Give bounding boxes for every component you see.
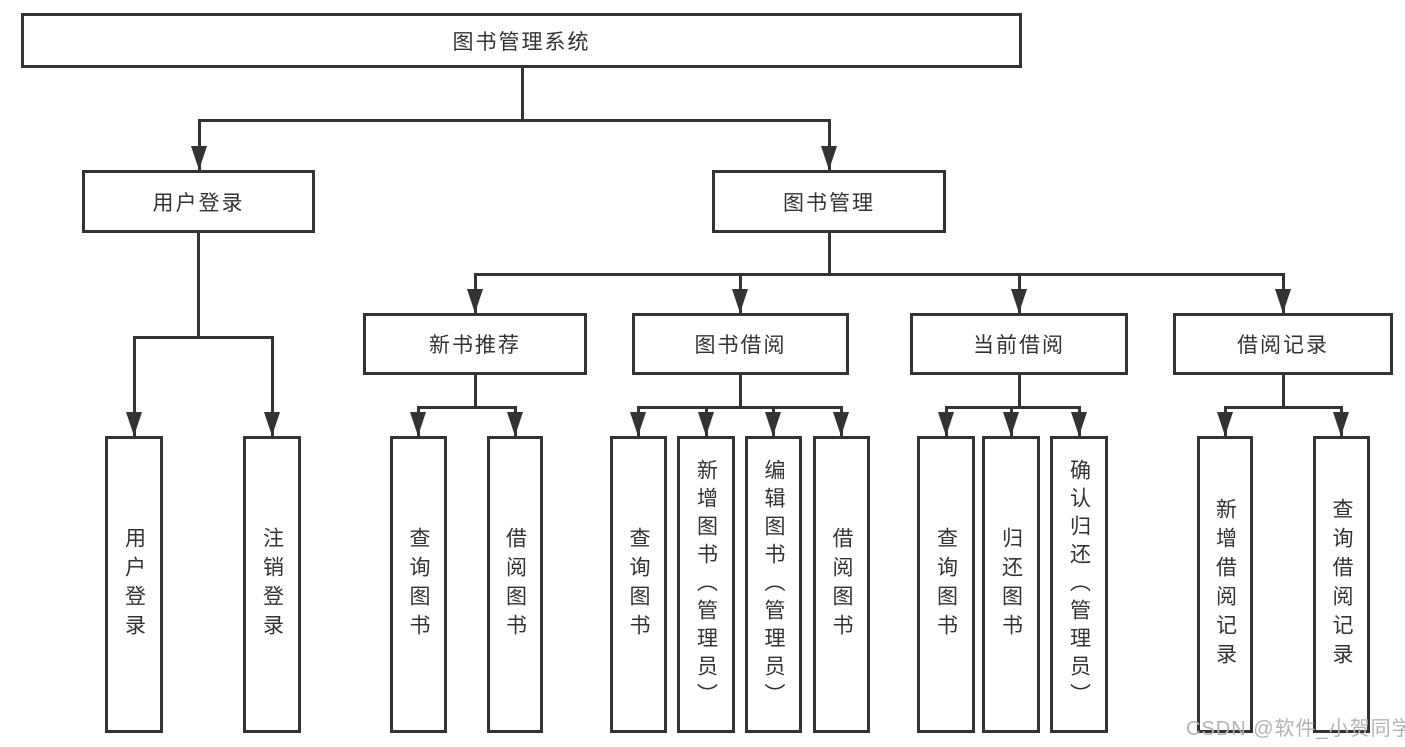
leaf-add-borrow-record: 新增借阅记录 <box>1197 436 1253 733</box>
leaf-edit-book-admin: 编辑图书（管理员） <box>745 436 802 733</box>
leaf-label: 新增借阅记录 <box>1213 497 1237 672</box>
leaf-confirm-return-admin: 确认归还（管理员） <box>1050 436 1108 733</box>
arrow-down-icon <box>191 146 207 170</box>
node-label: 新书推荐 <box>429 334 521 357</box>
leaf-label: 借阅图书 <box>830 526 853 643</box>
connector-hline <box>945 406 1081 409</box>
leaf-label: 查询图书 <box>407 526 430 643</box>
node-label: 当前借阅 <box>973 334 1065 357</box>
connector-hline <box>417 406 517 409</box>
leaf-label: 新增图书（管理员） <box>694 458 718 711</box>
arrow-down-icon <box>264 412 280 436</box>
node-user-login: 用户登录 <box>82 170 315 233</box>
arrow-down-icon <box>410 412 426 436</box>
node-label: 图书借阅 <box>694 334 787 357</box>
arrow-down-icon <box>1011 289 1027 313</box>
leaf-query-borrow-record: 查询借阅记录 <box>1313 436 1370 733</box>
node-book-borrowing: 图书借阅 <box>632 313 849 375</box>
leaf-label: 借阅图书 <box>503 526 527 643</box>
connector-hline <box>198 119 831 122</box>
leaf-label: 编辑图书（管理员） <box>762 458 785 711</box>
arrow-down-icon <box>126 412 142 436</box>
node-current-borrowing: 当前借阅 <box>910 313 1128 375</box>
arrow-down-icon <box>1275 289 1291 313</box>
leaf-borrow-books: 借阅图书 <box>487 436 543 733</box>
connector-vline <box>133 336 136 436</box>
arrow-down-icon <box>821 146 837 170</box>
connector-vline <box>271 336 274 436</box>
arrow-down-icon <box>1217 412 1233 436</box>
connector-vline <box>198 119 201 170</box>
leaf-label: 查询图书 <box>934 526 958 643</box>
leaf-label: 用户登录 <box>122 526 146 643</box>
leaf-add-book-admin: 新增图书（管理员） <box>677 436 735 733</box>
connector-vline <box>521 68 524 122</box>
arrow-down-icon <box>938 412 954 436</box>
leaf-query-books: 查询图书 <box>610 436 667 733</box>
leaf-query-books: 查询图书 <box>390 436 447 733</box>
leaf-logout: 注销登录 <box>243 436 301 733</box>
node-book-management: 图书管理 <box>712 170 946 233</box>
node-new-book-recommendation: 新书推荐 <box>363 313 587 375</box>
connector-vline <box>1282 375 1285 409</box>
leaf-query-books: 查询图书 <box>917 436 975 733</box>
arrow-down-icon <box>1003 412 1019 436</box>
leaf-label: 归还图书 <box>999 526 1023 643</box>
arrow-down-icon <box>630 412 646 436</box>
connector-hline <box>474 273 1285 276</box>
connector-vline <box>197 233 200 339</box>
connector-hline <box>637 406 843 409</box>
arrow-down-icon <box>833 412 849 436</box>
leaf-label: 确认归还（管理员） <box>1067 458 1091 711</box>
arrow-down-icon <box>732 289 748 313</box>
node-library-management-system: 图书管理系统 <box>21 13 1022 68</box>
node-label: 借阅记录 <box>1237 334 1329 357</box>
leaf-borrow-books: 借阅图书 <box>813 436 870 733</box>
connector-hline <box>133 336 274 339</box>
arrow-down-icon <box>1333 412 1349 436</box>
connector-vline <box>739 375 742 409</box>
leaf-label: 查询借阅记录 <box>1330 497 1353 672</box>
leaf-label: 查询图书 <box>627 526 650 643</box>
node-label: 图书管理 <box>783 191 875 215</box>
csdn-watermark: CSDN @软件_小贺同学 <box>1186 718 1405 740</box>
node-borrowing-records: 借阅记录 <box>1173 313 1393 375</box>
connector-vline <box>828 233 831 276</box>
connector-vline <box>828 119 831 170</box>
connector-hline <box>1224 406 1343 409</box>
node-label: 图书管理系统 <box>452 30 591 54</box>
arrow-down-icon <box>698 412 714 436</box>
arrow-down-icon <box>467 289 483 313</box>
connector-vline <box>474 375 477 409</box>
node-label: 用户登录 <box>152 191 245 215</box>
connector-vline <box>1018 375 1021 409</box>
arrow-down-icon <box>1071 412 1087 436</box>
leaf-label: 注销登录 <box>260 526 284 643</box>
leaf-return-books: 归还图书 <box>982 436 1040 733</box>
arrow-down-icon <box>765 412 781 436</box>
arrow-down-icon <box>507 412 523 436</box>
leaf-user-login: 用户登录 <box>105 436 163 733</box>
